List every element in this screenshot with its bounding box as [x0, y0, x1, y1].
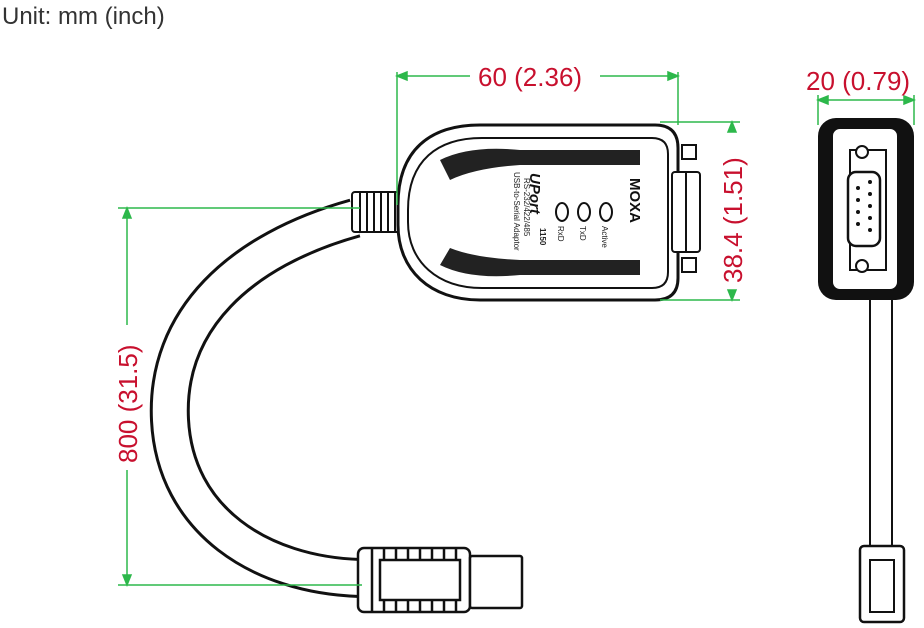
- led-label-txd: TxD: [578, 226, 587, 241]
- front-view: MOXA UPort 1150 RS-232/422/485 USB-to-Se…: [149, 123, 701, 614]
- product-label: UPort: [526, 173, 543, 215]
- status-leds: Active TxD RxD: [555, 202, 613, 248]
- dimension-lines: [118, 70, 917, 588]
- dimension-height: 38.4 (1.51): [718, 157, 748, 283]
- usb-plug: [356, 546, 524, 614]
- db9-face: [846, 170, 882, 248]
- description-line-2: USB-to-Serial Adaptor: [512, 172, 521, 251]
- led-label-active: Active: [600, 226, 609, 248]
- led-label-rxd: RxD: [556, 226, 565, 242]
- screw-icon: [855, 145, 869, 159]
- side-cable: [869, 297, 893, 549]
- led-rxd: [555, 202, 569, 222]
- dimension-depth: 20 (0.79): [806, 66, 910, 96]
- screw-icon: [855, 259, 869, 273]
- led-active: [599, 202, 613, 222]
- led-txd: [577, 202, 591, 222]
- housing-label: MOXA UPort 1150 RS-232/422/485 USB-to-Se…: [512, 172, 643, 251]
- side-view: [818, 118, 914, 624]
- dimension-cable-length: 800 (31.5): [113, 344, 143, 463]
- unit-label: Unit: mm (inch): [2, 3, 165, 30]
- brand-label: MOXA: [626, 178, 643, 223]
- model-label: 1150: [538, 228, 547, 246]
- strain-relief: [351, 191, 401, 233]
- description-line-1: RS-232/422/485: [522, 178, 531, 237]
- dimension-length: 60 (2.36): [478, 62, 582, 92]
- db9-connector: [671, 144, 701, 273]
